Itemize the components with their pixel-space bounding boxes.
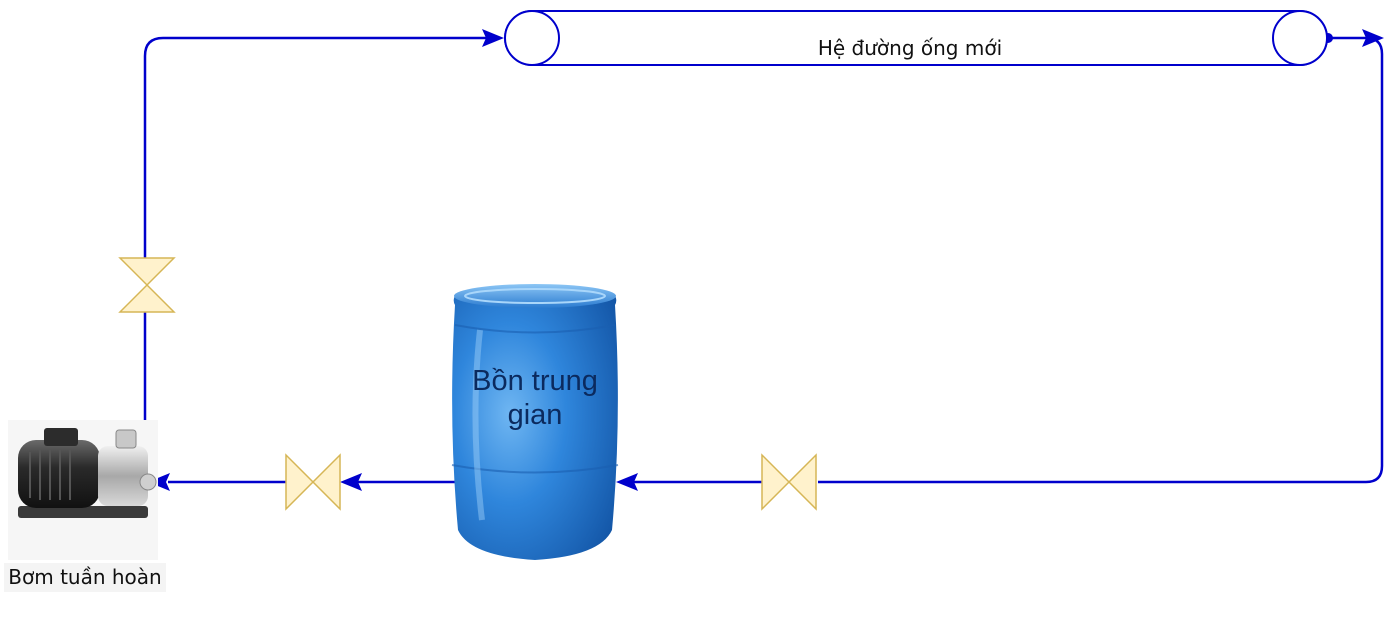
motor-fins [29, 450, 71, 500]
arrow-into-pump [148, 473, 170, 491]
arrow-out-of-pipe-system [1362, 29, 1384, 47]
valve-bottom-right[interactable] [761, 453, 817, 511]
circulation-pump[interactable] [8, 420, 158, 560]
pump-base [18, 506, 148, 518]
pump-housing [98, 446, 148, 506]
new-pipe-system [504, 10, 1328, 66]
arrow-into-tank [616, 473, 638, 491]
arrow-into-valve-left [340, 473, 362, 491]
pipe-system-left-end [504, 10, 560, 66]
pipe-return-line [818, 36, 1384, 484]
pump-inlet [139, 473, 157, 491]
pipe-system-right-end [1272, 10, 1328, 66]
valve-bottom-left[interactable] [285, 453, 341, 511]
pump-terminal-box [44, 428, 78, 446]
flow-arrows [148, 29, 1384, 491]
pipe-top-valve-to-pipe-system [143, 36, 492, 258]
intermediate-tank[interactable] [451, 284, 619, 560]
valve-top-left[interactable] [118, 257, 176, 313]
tank-top-rim [464, 288, 606, 304]
pipe-network [143, 36, 1384, 484]
tank-top [454, 284, 616, 308]
tank-rib-lower [451, 464, 619, 474]
tank-rib-upper [454, 324, 616, 334]
pump-outlet [115, 429, 137, 449]
tank-highlight [472, 329, 485, 521]
pipe-system-body [504, 10, 1328, 66]
arrow-into-pipe-system [482, 29, 504, 47]
tank-body [452, 294, 618, 560]
